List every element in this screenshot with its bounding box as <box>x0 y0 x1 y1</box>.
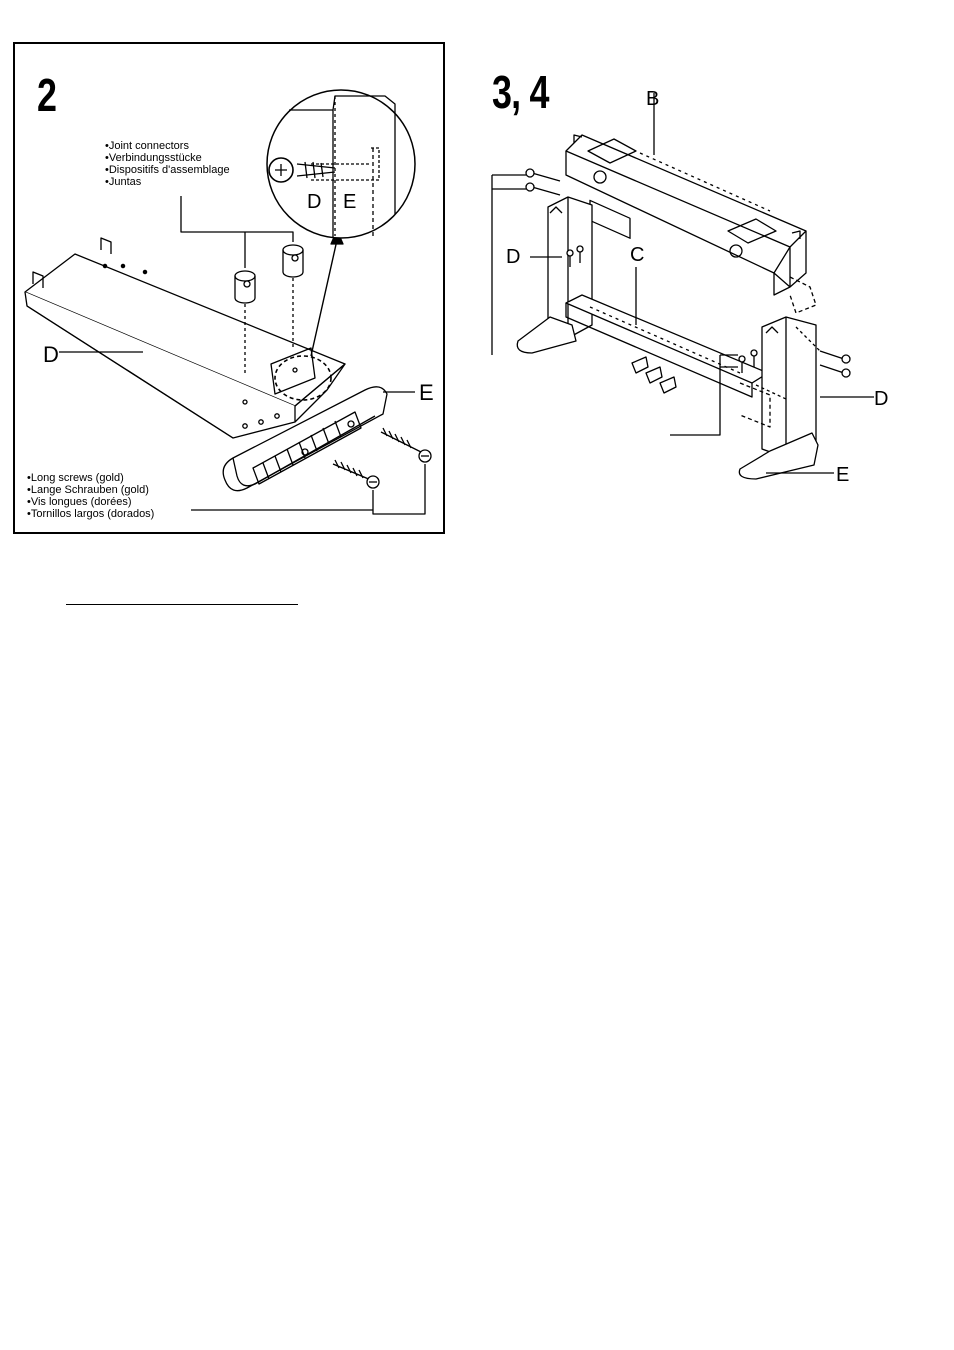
joint-connectors-label: •Joint connectors •Verbindungsstücke •Di… <box>105 140 230 188</box>
joint-connector-right <box>283 245 303 348</box>
pedals <box>632 357 676 393</box>
part-c-label: C <box>630 245 644 265</box>
joint-connectors-es: •Juntas <box>105 176 230 188</box>
long-screws-es: •Tornillos largos (dorados) <box>27 508 154 520</box>
detail-magnifier <box>267 90 415 238</box>
joint-connectors-fr: •Dispositifs d'assemblage <box>105 164 230 176</box>
step-number-2: 2 <box>37 72 56 118</box>
detail-d-label: D <box>307 192 321 212</box>
long-screw-left <box>333 460 379 488</box>
long-screws-en: •Long screws (gold) <box>27 472 154 484</box>
detail-e-label: E <box>343 192 356 212</box>
part-d-right-label: D <box>874 389 888 409</box>
joint-connectors-en: •Joint connectors <box>105 140 230 152</box>
part-d-label: D <box>43 344 59 366</box>
long-screw-right <box>381 428 431 462</box>
figure-2-drawing <box>15 44 447 536</box>
figure-3-4-panel: 3, 4 B C D D E <box>470 55 920 515</box>
long-screws-label: •Long screws (gold) •Lange Schrauben (go… <box>27 472 154 520</box>
part-d-left-label: D <box>506 247 520 267</box>
long-screws-de: •Lange Schrauben (gold) <box>27 484 154 496</box>
part-e-label: E <box>836 465 849 485</box>
figure-3-4-drawing <box>470 55 920 515</box>
bottom-rail-c <box>566 295 768 397</box>
figure-2-panel: 2 •Joint connectors •Verbindungsstücke •… <box>13 42 445 534</box>
side-panel-d-left <box>517 197 592 353</box>
part-b-label: B <box>646 89 659 109</box>
horizontal-rule <box>66 604 298 605</box>
joint-connectors-de: •Verbindungsstücke <box>105 152 230 164</box>
long-screws-fr: •Vis longues (dorées) <box>27 496 154 508</box>
side-panel-d-right <box>739 317 818 479</box>
part-e-label: E <box>419 382 434 404</box>
step-number-3-4: 3, 4 <box>492 69 549 115</box>
top-box-b <box>566 135 816 313</box>
